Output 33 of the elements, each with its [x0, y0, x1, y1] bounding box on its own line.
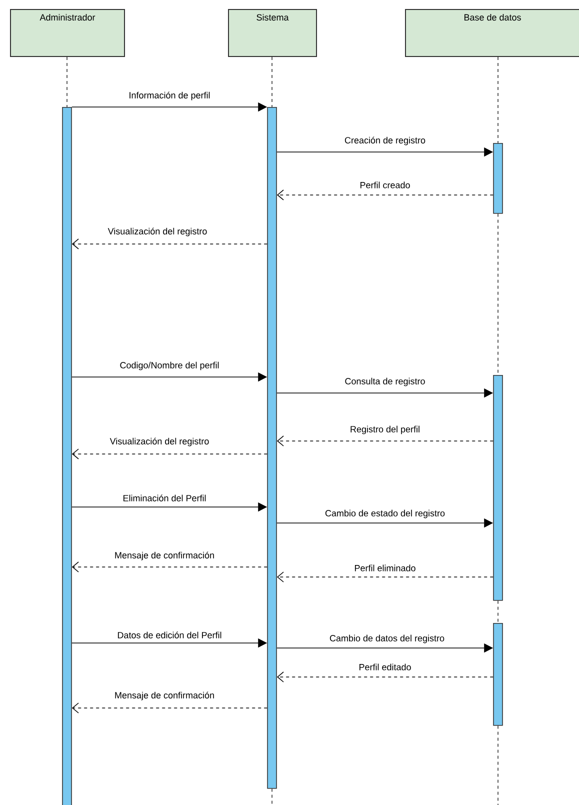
activation-bar — [62, 107, 72, 805]
message-label: Visualización del registro — [107, 227, 208, 237]
return-arrow — [72, 238, 268, 250]
message-label: Perfil editado — [358, 663, 412, 671]
message-label: Datos de edición del Perfil — [116, 631, 222, 639]
message-label: Mensaje de confirmación — [114, 551, 216, 561]
participant-box: Administrador — [10, 9, 125, 57]
activation-bar — [267, 107, 277, 789]
return-arrow — [276, 672, 494, 682]
message-label: Visualización del registro — [109, 437, 210, 447]
return-arrow — [72, 562, 268, 572]
return-arrow — [276, 436, 494, 446]
return-arrow — [276, 190, 494, 200]
participant-box: Base de datos — [405, 9, 579, 57]
lifeline — [66, 56, 68, 108]
activation-bar — [493, 623, 503, 726]
activation-bar — [493, 142, 503, 214]
activation-bar — [493, 375, 503, 601]
return-arrow — [72, 448, 268, 460]
message-label: Mensaje de confirmación — [114, 691, 216, 701]
message-label: Creación de registro — [344, 136, 426, 146]
message-label: Perfil creado — [359, 181, 411, 189]
return-arrow — [72, 702, 268, 714]
message-label: Cambio de datos del registro — [328, 634, 446, 644]
message-label: Perfil eliminado — [354, 564, 416, 572]
return-arrow — [276, 572, 494, 582]
message-label: Eliminación del Perfil — [122, 494, 207, 502]
message-label: Registro del perfil — [349, 425, 421, 435]
message-label: Cambio de estado del registro — [324, 509, 446, 519]
message-label: Información de perfil — [128, 91, 211, 101]
message-label: Codigo/Nombre del perfil — [119, 361, 220, 371]
message-label: Consulta de registro — [344, 377, 426, 387]
participant-box: Sistema — [228, 9, 317, 57]
